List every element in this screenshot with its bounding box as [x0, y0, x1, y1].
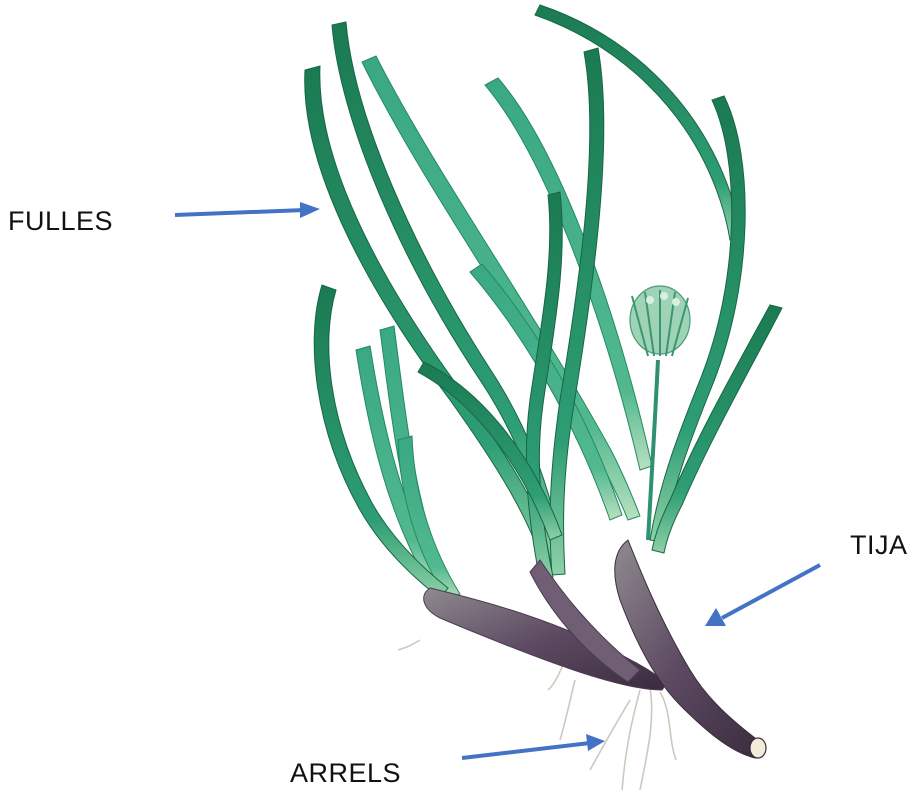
arrow-arrels: [462, 734, 605, 758]
label-roots: ARRELS: [290, 758, 401, 789]
label-stem: TIJA: [850, 530, 908, 561]
label-leaves: FULLES: [8, 206, 113, 237]
arrow-tija: [705, 565, 820, 626]
arrow-fulles: [175, 202, 320, 218]
leaves-front: [305, 5, 782, 598]
stem-bases: [424, 540, 766, 758]
